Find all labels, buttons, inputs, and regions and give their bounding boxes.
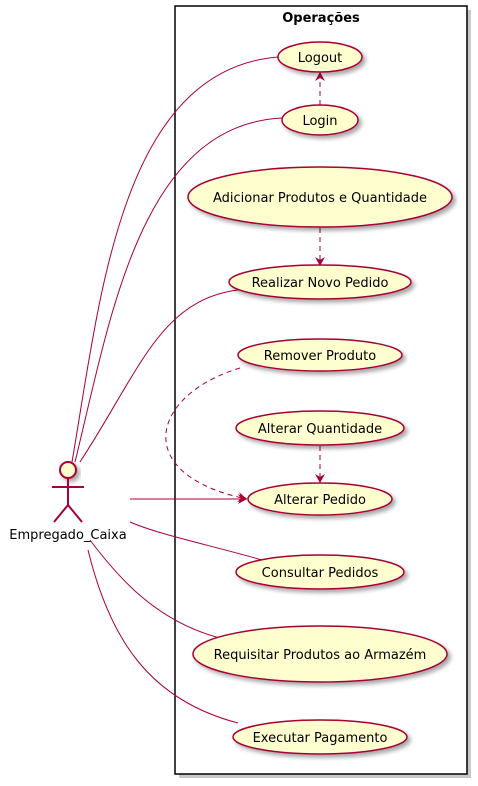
association-executar	[87, 549, 239, 724]
use-cases: Logout Login Adicionar Produtos e Quanti…	[187, 41, 453, 755]
association-logout	[71, 56, 279, 463]
use-case-label: Login	[302, 114, 337, 129]
use-case-requisitar[interactable]: Requisitar Produtos ao Armazém	[192, 625, 448, 683]
use-case-label: Remover Produto	[264, 349, 376, 364]
use-case-remover[interactable]: Remover Produto	[237, 338, 403, 372]
use-case-label: Consultar Pedidos	[262, 566, 379, 581]
use-case-realizar[interactable]: Realizar Novo Pedido	[228, 264, 412, 300]
actor-name: Empregado_Caixa	[9, 528, 126, 543]
actor-empregado-caixa[interactable]	[52, 461, 84, 523]
use-case-executar[interactable]: Executar Pagamento	[232, 719, 408, 755]
use-case-label: Executar Pagamento	[253, 731, 388, 746]
use-case-label: Alterar Pedido	[274, 493, 366, 508]
use-case-logout[interactable]: Logout	[277, 41, 363, 73]
use-case-label: Logout	[298, 51, 343, 66]
actor-right-leg	[67, 504, 83, 523]
use-case-label: Realizar Novo Pedido	[252, 276, 389, 291]
package-title: Operações	[282, 11, 360, 26]
use-case-alterar-pedido[interactable]: Alterar Pedido	[247, 482, 393, 516]
actor-left-leg	[53, 504, 69, 523]
association-login	[74, 117, 283, 463]
associations	[71, 56, 283, 724]
use-case-adicionar[interactable]: Adicionar Produtos e Quantidade	[187, 166, 453, 228]
use-case-login[interactable]: Login	[281, 104, 359, 136]
use-case-alterar-quantidade[interactable]: Alterar Quantidade	[235, 410, 405, 446]
association-requisitar	[89, 539, 229, 641]
use-case-label: Adicionar Produtos e Quantidade	[213, 191, 427, 206]
association-realizar	[79, 289, 239, 463]
use-case-label: Requisitar Produtos ao Armazém	[214, 648, 427, 663]
actor-head	[59, 461, 77, 479]
dependencies	[165, 72, 325, 503]
use-case-label: Alterar Quantidade	[258, 422, 382, 437]
association-consultar	[129, 521, 263, 561]
use-case-consultar[interactable]: Consultar Pedidos	[235, 554, 405, 590]
